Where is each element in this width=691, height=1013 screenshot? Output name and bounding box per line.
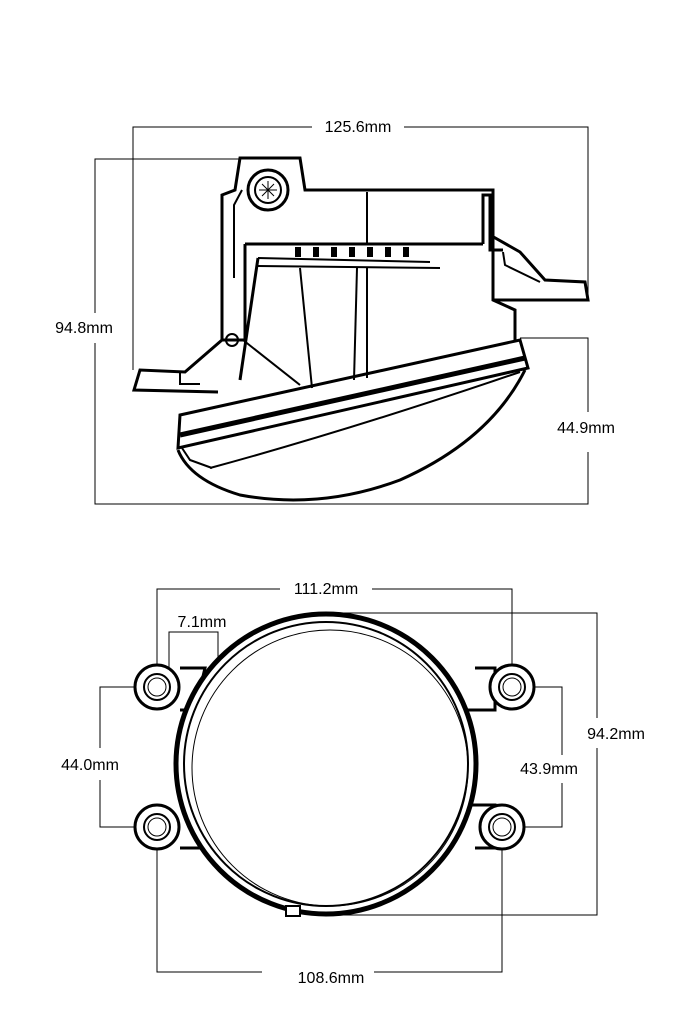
dim-right-hole-spacing: 43.9mm <box>520 761 578 778</box>
mounting-hole-bottom-right <box>478 803 526 851</box>
dim-left-hole-spacing: 44.0mm <box>61 757 119 774</box>
lens-ring <box>173 611 479 917</box>
dim-hole-offset: 7.1mm <box>178 614 227 631</box>
dim-diameter: 94.2mm <box>587 726 645 743</box>
dim-top-hole-spacing: 111.2mm <box>294 581 358 598</box>
fog-lamp-lens <box>176 338 530 502</box>
dim-overall-height: 94.8mm <box>55 320 113 337</box>
dim-bottom-hole-spacing: 108.6mm <box>298 970 365 987</box>
cooling-fins <box>295 247 409 257</box>
fog-lamp-housing <box>131 156 590 394</box>
mounting-hole-bottom-left <box>133 803 181 851</box>
dim-lens-height: 44.9mm <box>557 420 615 437</box>
dimension-lines-side <box>94 126 589 505</box>
side-view: 125.6mm 94.8mm 44.9mm <box>55 119 615 505</box>
mounting-hole-top-left <box>133 663 181 711</box>
mounting-hole-top-right <box>488 663 536 711</box>
dimension-lines-front <box>99 588 598 973</box>
front-view: 111.2mm 7.1mm 44.0mm 43.9mm 94.2mm 108.6… <box>61 581 645 987</box>
dim-overall-width: 125.6mm <box>325 119 392 136</box>
